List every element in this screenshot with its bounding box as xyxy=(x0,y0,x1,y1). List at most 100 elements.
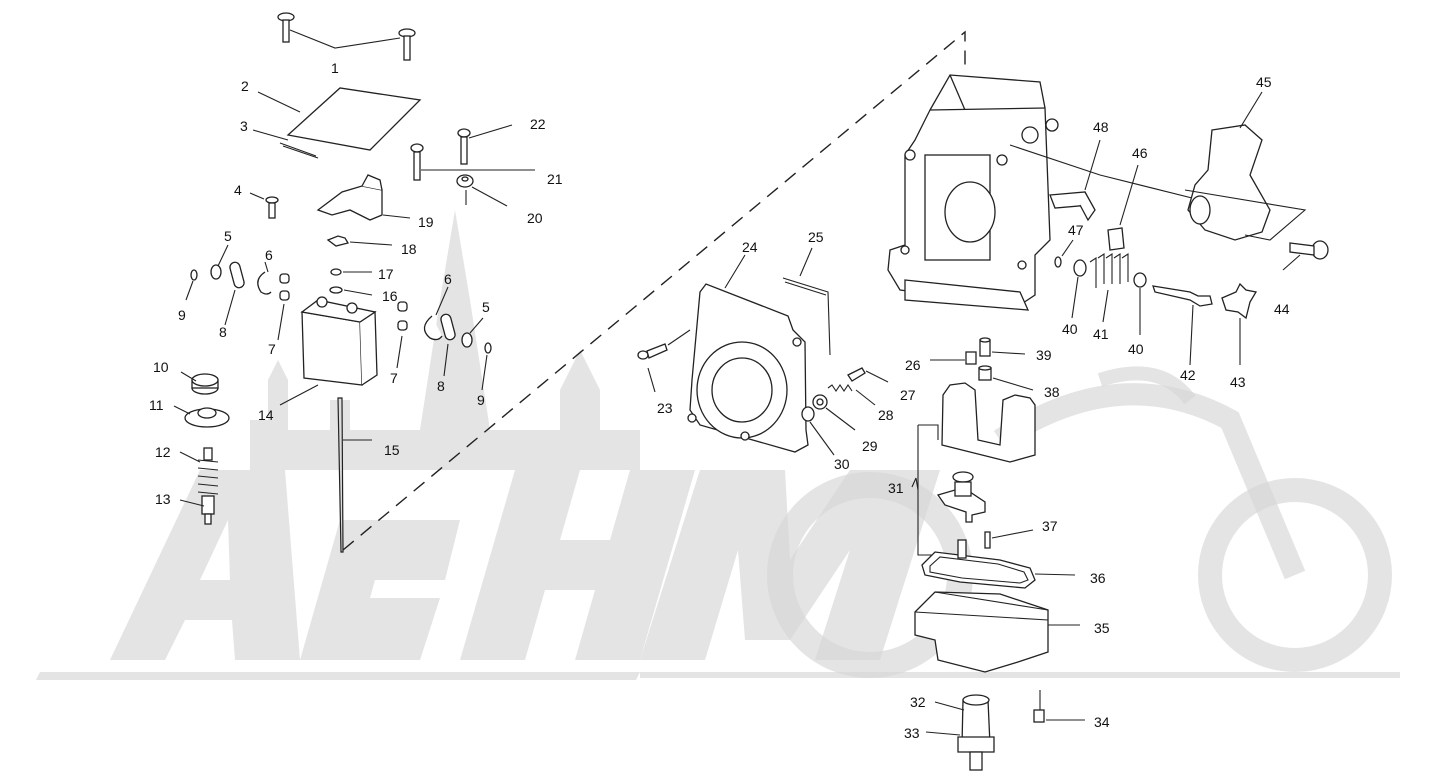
callout-37: 37 xyxy=(1042,518,1058,534)
part-29-washer xyxy=(812,394,856,431)
part-8-link-right xyxy=(440,313,456,341)
callout-33: 33 xyxy=(904,725,920,741)
callout-9a: 9 xyxy=(178,307,186,323)
part-5-washer-left xyxy=(210,264,222,280)
part-25-gasket xyxy=(782,247,831,356)
part-5-washer-right xyxy=(461,332,473,348)
callout-46: 46 xyxy=(1132,145,1148,161)
callout-12: 12 xyxy=(155,444,171,460)
callout-7b: 7 xyxy=(390,370,398,386)
callout-40b: 40 xyxy=(1128,341,1144,357)
part-22-screw xyxy=(457,124,513,165)
callout-11: 11 xyxy=(149,397,164,413)
part-8-link-left xyxy=(229,261,245,289)
part-2-cover-plate xyxy=(286,87,422,151)
part-24-insulator xyxy=(687,254,809,453)
part-31-bracket-line xyxy=(917,424,939,556)
part-6-clip-left xyxy=(257,271,272,295)
callout-47: 47 xyxy=(1068,222,1084,238)
callout-5b: 5 xyxy=(482,299,490,315)
part-12-spring xyxy=(179,447,219,495)
callout-26: 26 xyxy=(905,357,921,373)
callout-20: 20 xyxy=(527,210,543,226)
callout-6b: 6 xyxy=(444,271,452,287)
part-32-main-jet-holder xyxy=(934,694,991,746)
part-21-screw xyxy=(410,143,535,181)
part-4-screw xyxy=(249,192,279,219)
part-7-bushing-d xyxy=(397,320,408,331)
part-33-drain-plug xyxy=(925,731,995,771)
part-11-seal xyxy=(173,405,230,428)
callout-27: 27 xyxy=(900,387,916,403)
callout-43: 43 xyxy=(1230,374,1246,390)
part-40-washer-b xyxy=(1133,272,1147,335)
callout-2: 2 xyxy=(241,78,249,94)
callout-7a: 7 xyxy=(268,341,276,357)
callout-38: 38 xyxy=(1044,384,1060,400)
part-23-screw xyxy=(637,329,691,393)
part-18-lever xyxy=(326,235,350,247)
callout-17: 17 xyxy=(378,266,394,282)
callout-42: 42 xyxy=(1180,367,1196,383)
part-28-spring xyxy=(827,384,876,406)
part-6-clip-right xyxy=(423,315,443,341)
callout-23: 23 xyxy=(657,400,673,416)
part-38-jet xyxy=(978,365,1034,391)
left-parts-group xyxy=(173,12,535,553)
callout-19: 19 xyxy=(418,214,434,230)
part-15-jet-needle xyxy=(337,397,372,553)
part-47-washer xyxy=(1054,239,1074,268)
carburetor-body-group xyxy=(887,74,1329,771)
callout-5a: 5 xyxy=(224,228,232,244)
part-9-washer-right xyxy=(484,342,492,354)
callout-21: 21 xyxy=(547,171,563,187)
callout-3: 3 xyxy=(240,118,248,134)
part-31-float xyxy=(936,382,1036,523)
part-41-spring xyxy=(1089,252,1129,323)
callout-8a: 8 xyxy=(219,324,227,340)
callout-22: 22 xyxy=(530,116,546,132)
part-10-cap xyxy=(180,371,219,395)
part-17-e-clip xyxy=(330,268,342,276)
part-7-bushing-b xyxy=(279,290,290,301)
part-44-screw xyxy=(1282,240,1329,271)
part-9-washer-left xyxy=(190,269,198,281)
part-42-pilot-screw xyxy=(1152,285,1213,366)
part-46-cap xyxy=(1107,164,1139,251)
part-34-screw xyxy=(1033,690,1085,723)
callout-10: 10 xyxy=(153,359,169,375)
part-27-screw xyxy=(847,367,889,383)
callout-40a: 40 xyxy=(1062,321,1078,337)
watermark xyxy=(36,210,1400,680)
callout-45: 45 xyxy=(1256,74,1272,90)
callout-31: 31 xyxy=(888,480,904,496)
callout-29: 29 xyxy=(862,438,878,454)
callout-18: 18 xyxy=(401,241,417,257)
callout-16: 16 xyxy=(382,288,398,304)
callout-48: 48 xyxy=(1093,119,1109,135)
callout-32: 32 xyxy=(910,694,926,710)
part-36-gasket xyxy=(921,539,1076,589)
part-1-screws xyxy=(277,12,416,61)
part-7-bushing-c xyxy=(397,301,408,312)
part-39-jet xyxy=(979,337,1026,357)
part-26-jet xyxy=(930,351,977,365)
callout-36: 36 xyxy=(1090,570,1106,586)
callout-labels: 1 2 3 4 5 5 6 6 7 7 8 8 9 9 10 11 12 13 … xyxy=(149,60,1290,741)
callout-14: 14 xyxy=(258,407,274,423)
middle-parts-group xyxy=(637,247,889,456)
part-45-choke-cover xyxy=(1184,91,1307,241)
callout-24: 24 xyxy=(742,239,758,255)
part-19-bracket xyxy=(316,174,411,221)
part-16-spring-seat xyxy=(329,286,343,294)
callout-6a: 6 xyxy=(265,247,273,263)
callout-9b: 9 xyxy=(477,392,485,408)
callout-35: 35 xyxy=(1094,620,1110,636)
part-37-screw xyxy=(984,529,1034,549)
part-7-bushing-a xyxy=(279,273,290,284)
callout-8b: 8 xyxy=(437,378,445,394)
callout-30: 30 xyxy=(834,456,850,472)
part-13-plunger xyxy=(179,495,215,525)
carburetor-body xyxy=(887,74,1201,311)
